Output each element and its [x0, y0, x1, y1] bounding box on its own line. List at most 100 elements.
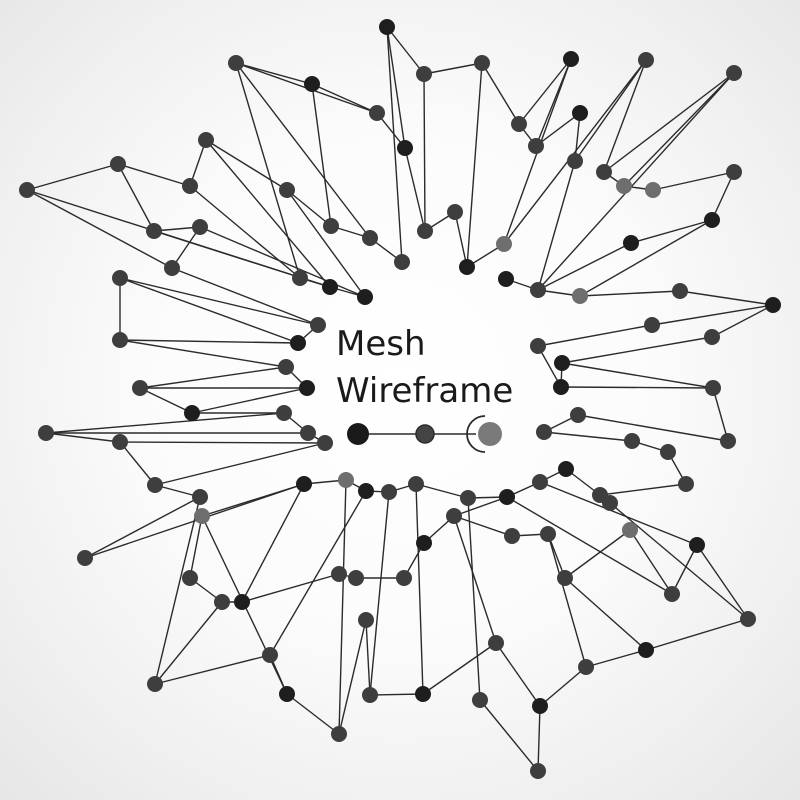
- mesh-node: [596, 164, 612, 180]
- mesh-edge: [171, 226, 201, 269]
- mesh-edge: [603, 72, 735, 173]
- mesh-node: [38, 425, 54, 441]
- mesh-node: [369, 105, 385, 121]
- mesh-edge: [422, 642, 497, 695]
- mesh-edge: [561, 362, 714, 389]
- mesh-node: [499, 489, 515, 505]
- mesh-edge: [537, 705, 541, 772]
- mesh-node: [416, 535, 432, 551]
- mesh-node: [296, 476, 312, 492]
- mesh-node: [276, 405, 292, 421]
- mesh-node: [532, 474, 548, 490]
- mesh-node: [704, 212, 720, 228]
- mesh-node: [557, 570, 573, 586]
- mesh-node: [624, 433, 640, 449]
- mesh-node: [689, 537, 705, 553]
- mesh-node: [396, 570, 412, 586]
- mesh-node: [164, 260, 180, 276]
- mesh-edge: [269, 490, 367, 656]
- mesh-node: [228, 55, 244, 71]
- mesh-node: [417, 223, 433, 239]
- mesh-node: [553, 379, 569, 395]
- mesh-node: [234, 594, 250, 610]
- mesh-edge: [139, 366, 287, 389]
- mesh-edge: [117, 163, 191, 187]
- mesh-node: [132, 380, 148, 396]
- mesh-edge: [630, 219, 713, 244]
- mesh-edge: [561, 336, 713, 364]
- title-line-1: Mesh: [336, 324, 426, 364]
- mesh-edge: [479, 699, 539, 772]
- mesh-node: [726, 164, 742, 180]
- title-line-2: Wireframe: [336, 371, 513, 411]
- mesh-node: [472, 692, 488, 708]
- mesh-node: [644, 317, 660, 333]
- mesh-node: [310, 317, 326, 333]
- mesh-node: [299, 380, 315, 396]
- mesh-edge: [139, 387, 193, 414]
- mesh-edge: [537, 242, 632, 291]
- title-group: Mesh Wireframe: [336, 324, 513, 411]
- mesh-edge: [154, 442, 326, 486]
- mesh-node: [554, 355, 570, 371]
- mesh-edge: [506, 496, 673, 595]
- mesh-edge: [503, 59, 647, 245]
- mesh-node: [214, 594, 230, 610]
- mesh-edge: [154, 496, 201, 685]
- mesh-edge: [579, 290, 681, 297]
- mesh-edge: [189, 185, 301, 279]
- mesh-edge: [453, 496, 508, 517]
- mesh-edge: [696, 544, 749, 620]
- mesh-node: [540, 526, 556, 542]
- mesh-node: [488, 635, 504, 651]
- mesh-edge: [537, 72, 735, 291]
- mesh-edge: [481, 62, 520, 125]
- mesh-node: [110, 156, 126, 172]
- mesh-edge: [241, 573, 340, 603]
- mesh-node: [379, 19, 395, 35]
- mesh-edge: [154, 601, 223, 685]
- mesh-edge: [577, 414, 729, 442]
- mesh-node: [645, 182, 661, 198]
- mesh-edge: [671, 544, 698, 595]
- mesh-node: [415, 686, 431, 702]
- mesh-edge: [119, 339, 299, 344]
- mesh-edge: [539, 666, 587, 707]
- mesh-edge: [404, 147, 426, 232]
- mesh-node: [381, 484, 397, 500]
- mesh-edge: [560, 386, 714, 389]
- mesh-edge: [241, 483, 305, 603]
- mesh-edge: [423, 62, 483, 75]
- mesh-node: [147, 477, 163, 493]
- mesh-node: [358, 612, 374, 628]
- mesh-node: [726, 65, 742, 81]
- mesh-edge: [26, 189, 173, 269]
- mesh-edge: [26, 163, 119, 191]
- mesh-node: [572, 288, 588, 304]
- mesh-edge: [564, 529, 631, 579]
- mesh-edge: [453, 515, 513, 537]
- mesh-node: [198, 132, 214, 148]
- mesh-edge: [564, 577, 647, 651]
- mesh-node: [623, 235, 639, 251]
- mesh-node: [192, 219, 208, 235]
- mesh-edge: [365, 619, 371, 696]
- mesh-node: [19, 182, 35, 198]
- mesh-edge: [205, 139, 331, 288]
- slider-knob-mid: [415, 424, 435, 444]
- mesh-edge: [117, 163, 155, 232]
- mesh-node: [323, 218, 339, 234]
- mesh-node: [530, 282, 546, 298]
- mesh-edge: [543, 431, 633, 442]
- mesh-edge: [467, 497, 481, 701]
- mesh-node: [532, 698, 548, 714]
- mesh-edge: [386, 26, 425, 75]
- mesh-node: [362, 230, 378, 246]
- mesh-edge: [119, 339, 287, 368]
- mesh-node: [194, 508, 210, 524]
- mesh-edge: [651, 304, 774, 326]
- mesh-edge: [286, 693, 340, 735]
- mesh-edge: [189, 515, 203, 579]
- mesh-edge: [119, 441, 326, 444]
